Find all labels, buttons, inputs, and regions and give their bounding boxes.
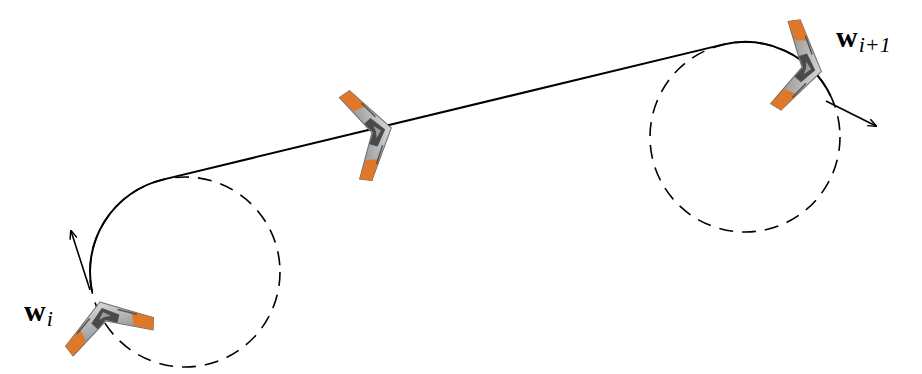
uav-icon: [338, 83, 402, 183]
waypoint-symbol: w: [24, 296, 46, 326]
heading-arrow: [71, 231, 90, 290]
waypoint-subscript: i+1: [859, 34, 891, 56]
uav-icon: [770, 17, 831, 116]
waypoint-symbol: w: [836, 22, 858, 52]
dubins-path: [90, 42, 831, 292]
heading-arrow: [826, 101, 876, 126]
waypoint-subscript: i: [47, 308, 53, 330]
uav-icon: [56, 288, 157, 357]
